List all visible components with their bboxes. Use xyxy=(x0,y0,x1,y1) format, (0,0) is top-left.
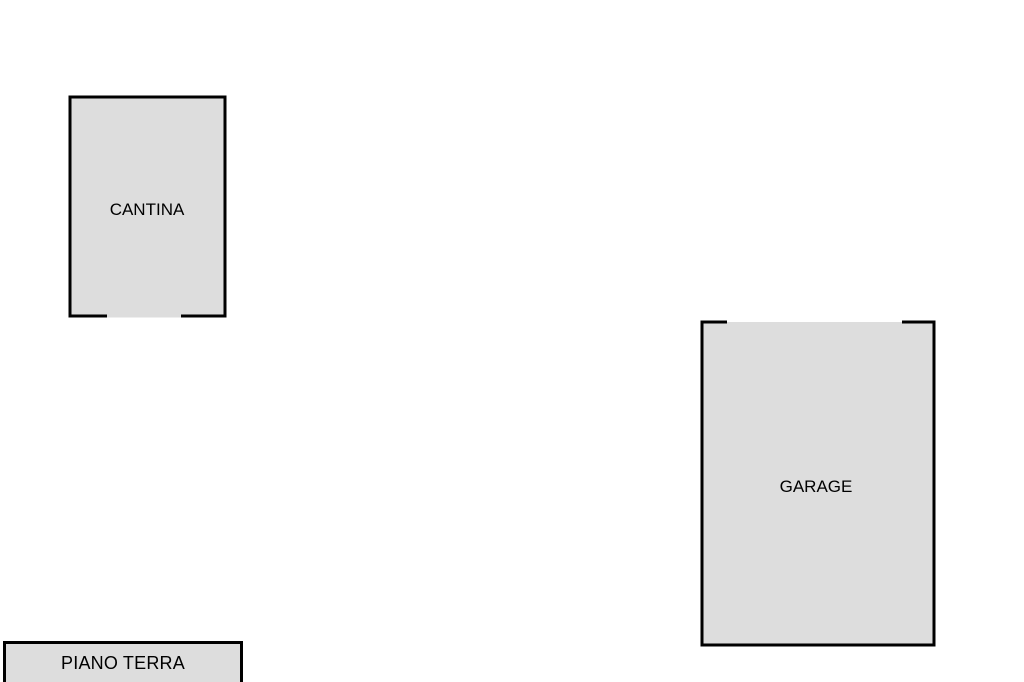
room-garage-walls xyxy=(700,320,936,647)
room-cantina-walls xyxy=(68,95,227,318)
floor-level-box: PIANO TERRA xyxy=(3,641,243,682)
floor-level-label: PIANO TERRA xyxy=(61,652,185,673)
room-garage-floor xyxy=(702,322,934,645)
room-cantina-label: CANTINA xyxy=(110,200,185,219)
room-garage: GARAGE xyxy=(700,320,936,647)
room-garage-label: GARAGE xyxy=(780,477,853,496)
room-cantina: CANTINA xyxy=(68,95,227,318)
room-cantina-floor xyxy=(70,97,225,316)
